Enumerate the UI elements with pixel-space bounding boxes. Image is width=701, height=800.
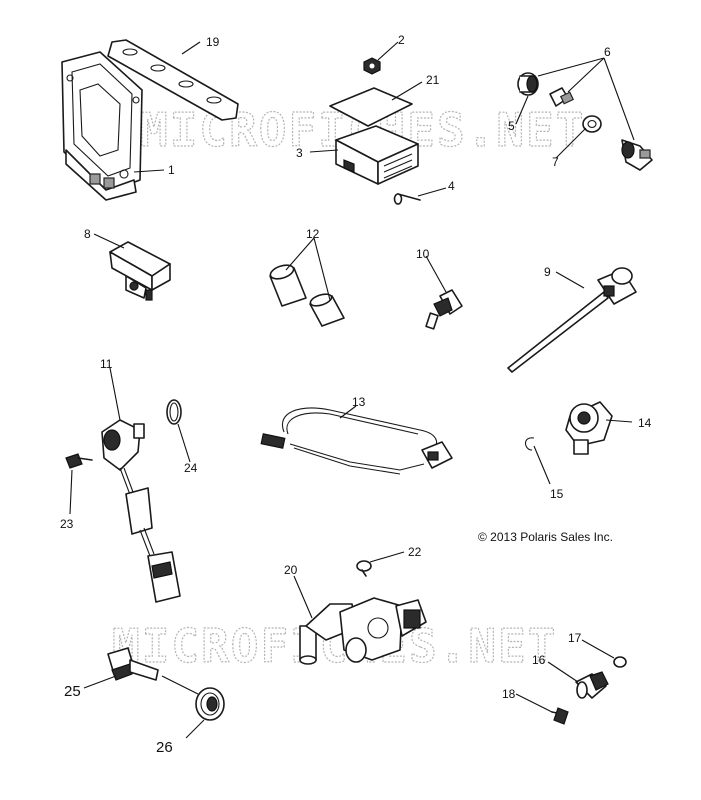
part-19-bracket[interactable]	[107, 39, 239, 121]
part-6-sensor[interactable]	[621, 139, 653, 171]
part-4-screw[interactable]	[393, 193, 421, 205]
callout-24: 24	[184, 461, 198, 475]
part-5-clip[interactable]	[549, 87, 575, 107]
part-12-bushings[interactable]	[269, 263, 345, 327]
part-24-oring[interactable]	[166, 399, 182, 425]
part-6-cap[interactable]	[517, 72, 539, 96]
callout-10: 10	[416, 247, 430, 261]
part-11-speed-sensor[interactable]	[101, 419, 181, 603]
callout-18: 18	[502, 687, 516, 701]
callout-22: 22	[408, 545, 422, 559]
callout-2: 2	[398, 33, 405, 47]
part-3-module[interactable]	[335, 125, 419, 185]
callout-21: 21	[426, 73, 440, 87]
part-2-nut[interactable]	[363, 57, 381, 75]
part-10-temp-sensor[interactable]	[425, 289, 463, 330]
callout-8: 8	[84, 227, 91, 241]
callout-6: 6	[604, 45, 611, 59]
part-1-ecu[interactable]	[61, 51, 143, 201]
callout-23: 23	[60, 517, 74, 531]
part-22-screw[interactable]	[356, 560, 372, 577]
part-9-sensor[interactable]	[507, 267, 637, 373]
callout-3: 3	[296, 146, 303, 160]
callout-13: 13	[352, 395, 366, 409]
part-13-harness[interactable]	[260, 407, 453, 475]
part-20-valve[interactable]	[299, 597, 427, 665]
callout-labels: 19 1 2 21 3 4 6 5 7 8 12 10 9 11 13 14 2…	[60, 33, 652, 756]
part-7-washer[interactable]	[582, 115, 602, 133]
part-21-pad[interactable]	[329, 87, 413, 127]
part-17-oring[interactable]	[613, 656, 627, 668]
callout-20: 20	[284, 563, 298, 577]
callout-4: 4	[448, 179, 455, 193]
callout-17: 17	[568, 631, 582, 645]
callout-9: 9	[544, 265, 551, 279]
callout-5: 5	[508, 119, 515, 133]
part-23-bolt[interactable]	[65, 453, 93, 469]
callout-15: 15	[550, 487, 564, 501]
part-16-sensor[interactable]	[575, 671, 609, 699]
part-8-map-sensor[interactable]	[109, 241, 171, 301]
callout-26: 26	[156, 739, 173, 756]
callout-25: 25	[64, 683, 81, 700]
callout-12: 12	[306, 227, 320, 241]
callout-14: 14	[638, 416, 652, 430]
callout-7: 7	[552, 155, 559, 169]
callout-16: 16	[532, 653, 546, 667]
part-18-bolt[interactable]	[551, 707, 569, 725]
callout-11: 11	[100, 357, 113, 371]
part-15-clip[interactable]	[524, 437, 535, 451]
part-14-knock-sensor[interactable]	[565, 401, 613, 455]
callout-1: 1	[168, 163, 175, 177]
part-25-sensor[interactable]	[107, 647, 159, 681]
callout-19: 19	[206, 35, 220, 49]
copyright-notice: © 2013 Polaris Sales Inc.	[478, 530, 613, 544]
part-26-grommet[interactable]	[195, 687, 225, 721]
leader-lines	[69, 41, 635, 739]
